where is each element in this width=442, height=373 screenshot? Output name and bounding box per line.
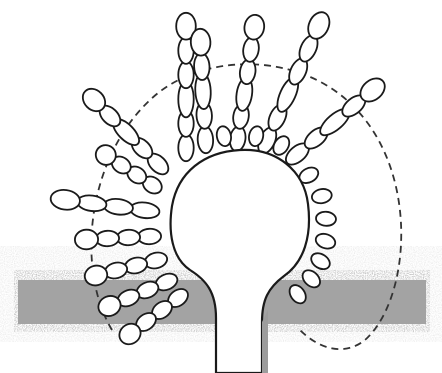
chain-1-cell-1 [178, 134, 193, 161]
chain-3-cell-6 [243, 13, 266, 40]
chain-2-cell-1 [197, 126, 214, 154]
phialide-3 [315, 211, 336, 227]
chain-2-cell-5 [190, 28, 211, 56]
chain-9-cell-1 [138, 228, 162, 244]
chain-8-cell-4 [49, 188, 81, 211]
chain-9-cell-4 [74, 229, 98, 250]
chain-9-cell-2 [117, 229, 141, 245]
chain-1-cell-4 [178, 61, 193, 88]
phialide-10 [215, 125, 233, 147]
phialide-2 [311, 187, 333, 205]
chain-2-cell-4 [193, 53, 210, 81]
chain-8-cell-1 [129, 201, 160, 220]
chain-9-cell-3 [96, 230, 120, 246]
chain-8-cell-3 [76, 194, 107, 213]
chain-8-cell-2 [103, 197, 134, 216]
chain-3-cell-5 [242, 36, 261, 63]
chain-3-cell-4 [238, 58, 257, 85]
